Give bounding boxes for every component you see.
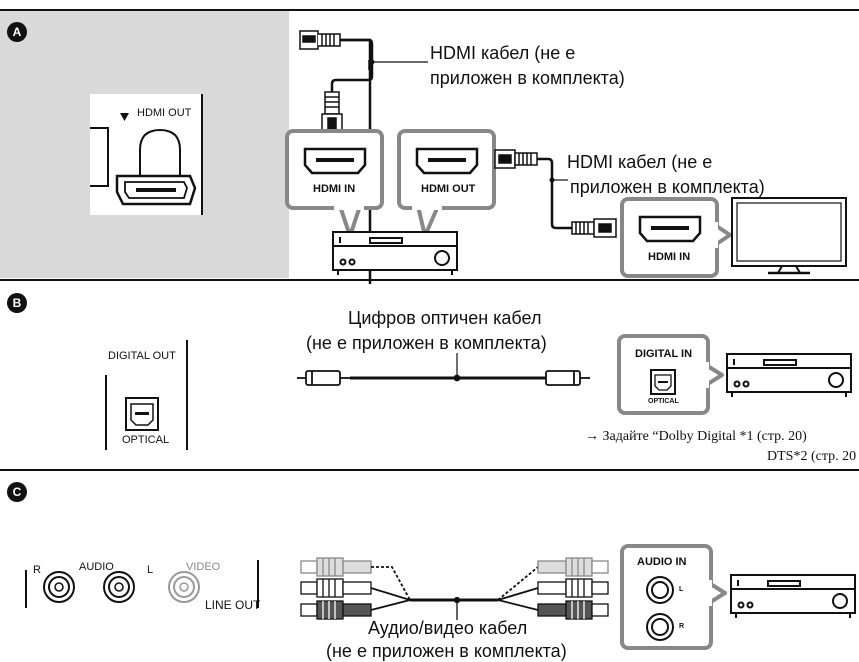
divider-ab	[0, 279, 859, 281]
player-hdmi-port	[90, 94, 203, 215]
receiver-audio-in-label: AUDIO IN	[637, 556, 687, 568]
player-l-label: L	[147, 564, 154, 576]
av-cable-right-plug-yellow	[537, 557, 609, 577]
receiver-l-label: L	[679, 586, 684, 593]
hdmi-cable-2-plug-tv	[571, 218, 617, 238]
player-audio-label: AUDIO	[79, 561, 114, 573]
badge-a: A	[7, 22, 27, 42]
receiver-hdmi-out-callout	[397, 129, 496, 238]
av-cable-label-line2: (не е приложен в комплекта)	[326, 641, 567, 661]
player-optical-port	[105, 340, 188, 450]
player-digital-out-label: DIGITAL OUT	[108, 350, 176, 362]
receiver-digital-in-callout	[617, 334, 724, 415]
hdmi-cable-1-wire	[330, 38, 374, 92]
av-cable-left-plug-yellow	[300, 557, 372, 577]
player-line-out-label: LINE OUT	[205, 598, 261, 612]
tv-hdmi-in-label: HDMI IN	[648, 251, 691, 263]
setting-note-line1: → Задайте “Dolby Digital *1 (стр. 20)	[585, 429, 807, 444]
tv-hdmi-in-callout	[620, 197, 732, 278]
receiver-optical-label: OPTICAL	[648, 398, 679, 405]
player-hdmi-out-label: HDMI OUT	[137, 107, 192, 119]
av-cable-right-plug-white	[537, 578, 609, 598]
player-line-out-ports	[25, 560, 259, 608]
av-cable-left-plug-white	[300, 578, 372, 598]
av-cable-right-plug-red	[537, 600, 609, 620]
badge-c: C	[7, 482, 27, 502]
receiver-hdmi-in-callout	[285, 129, 384, 238]
player-video-label: VIDEO	[186, 561, 221, 573]
player-optical-label: OPTICAL	[122, 434, 170, 446]
receiver-audio-in-callout	[620, 544, 727, 650]
hdmi-cable-2-label-line1: HDMI кабел (не е	[567, 152, 713, 172]
av-receiver-b	[726, 353, 852, 397]
av-cable	[300, 557, 609, 620]
hdmi-cable-1-label-line1: HDMI кабел (не е	[430, 43, 576, 63]
receiver-digital-in-label: DIGITAL IN	[635, 348, 693, 360]
hdmi-cable-1-label-line2: приложен в комплекта)	[430, 68, 625, 88]
optical-cable	[297, 353, 590, 386]
setting-note-line2: DTS*2 (стр. 20	[767, 449, 857, 464]
optical-cable-label-line2: (не е приложен в комплекта)	[306, 333, 547, 353]
av-cable-label-line1: Аудио/видео кабел	[368, 618, 528, 638]
av-receiver-c	[730, 574, 856, 618]
divider-bc	[0, 469, 859, 471]
receiver-r-label: R	[679, 623, 685, 630]
optical-cable-label-line1: Цифров оптичен кабел	[348, 308, 542, 328]
receiver-hdmi-in-label: HDMI IN	[313, 183, 356, 195]
tv	[731, 197, 847, 275]
divider-top	[0, 9, 859, 11]
player-r-label: R	[33, 564, 41, 576]
badge-b: B	[7, 293, 27, 313]
av-receiver-a	[332, 231, 458, 275]
hdmi-cable-2-label-line2: приложен в комплекта)	[570, 177, 765, 197]
hdmi-cable-2	[494, 149, 538, 169]
receiver-hdmi-out-label: HDMI OUT	[421, 183, 476, 195]
av-cable-left-plug-red	[300, 600, 372, 620]
hdmi-cable-1-plug-bottom	[321, 91, 343, 135]
